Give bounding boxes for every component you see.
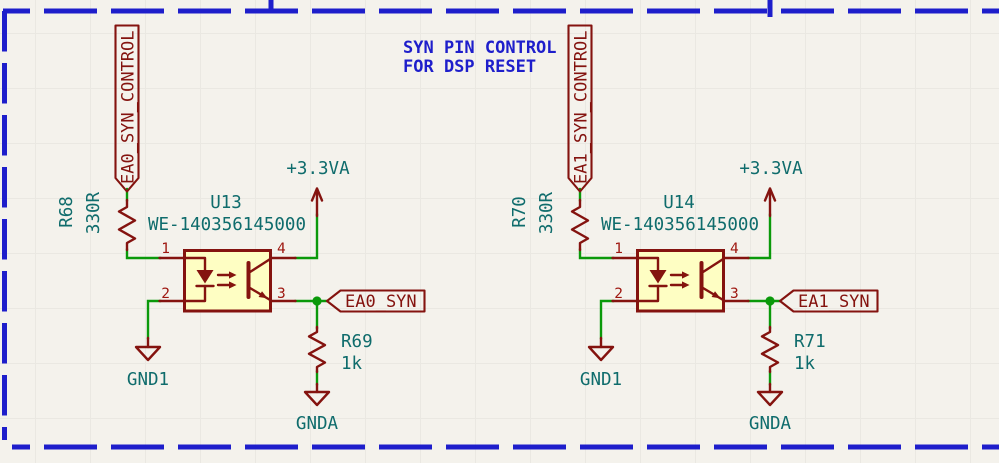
pin-number-2: 2 — [161, 286, 170, 302]
gnd1-label[interactable]: GND1 — [580, 370, 622, 390]
output-net-label[interactable]: EA0_SYN — [345, 292, 417, 312]
circuit-ea0: EA0_SYN_CONTROL R68 330R U13 WE-14035614… — [57, 23, 427, 434]
pin-number-1: 1 — [161, 241, 170, 257]
pulldown-resistor-ref[interactable]: R69 — [341, 332, 373, 352]
opto-value[interactable]: WE-140356145000 — [148, 215, 306, 235]
opto-value[interactable]: WE-140356145000 — [601, 215, 759, 235]
note-line-2: FOR DSP RESET — [403, 56, 537, 77]
pin-number-4: 4 — [277, 241, 286, 257]
opto-ref[interactable]: U13 — [210, 193, 242, 213]
gnda-label[interactable]: GNDA — [296, 414, 339, 434]
power-net-label[interactable]: +3.3VA — [739, 159, 803, 179]
series-resistor-value[interactable]: 330R — [537, 191, 557, 234]
pin-number-3: 3 — [730, 286, 739, 302]
control-net-label[interactable]: EA1_SYN_CONTROL — [572, 30, 592, 184]
pulldown-resistor-ref[interactable]: R71 — [794, 332, 826, 352]
gnd1-label[interactable]: GND1 — [127, 370, 169, 390]
pin-number-2: 2 — [614, 286, 623, 302]
note-line-1: SYN PIN CONTROL — [403, 38, 557, 58]
series-resistor-ref[interactable]: R68 — [57, 196, 77, 228]
gnda-label[interactable]: GNDA — [749, 414, 792, 434]
pulldown-resistor-value[interactable]: 1k — [341, 354, 363, 374]
circuit-ea1: EA1_SYN_CONTROL R70 330R U14 WE-14035614… — [510, 23, 880, 434]
output-net-label[interactable]: EA1_SYN — [798, 292, 870, 312]
pin-number-4: 4 — [730, 241, 739, 257]
opto-ref[interactable]: U14 — [663, 193, 695, 213]
series-resistor-ref[interactable]: R70 — [510, 196, 530, 228]
pin-number-1: 1 — [614, 241, 623, 257]
power-net-label[interactable]: +3.3VA — [286, 159, 350, 179]
control-net-label[interactable]: EA0_SYN_CONTROL — [119, 30, 139, 184]
pin-number-3: 3 — [277, 286, 286, 302]
series-resistor-value[interactable]: 330R — [84, 191, 104, 234]
pulldown-resistor-value[interactable]: 1k — [794, 354, 816, 374]
